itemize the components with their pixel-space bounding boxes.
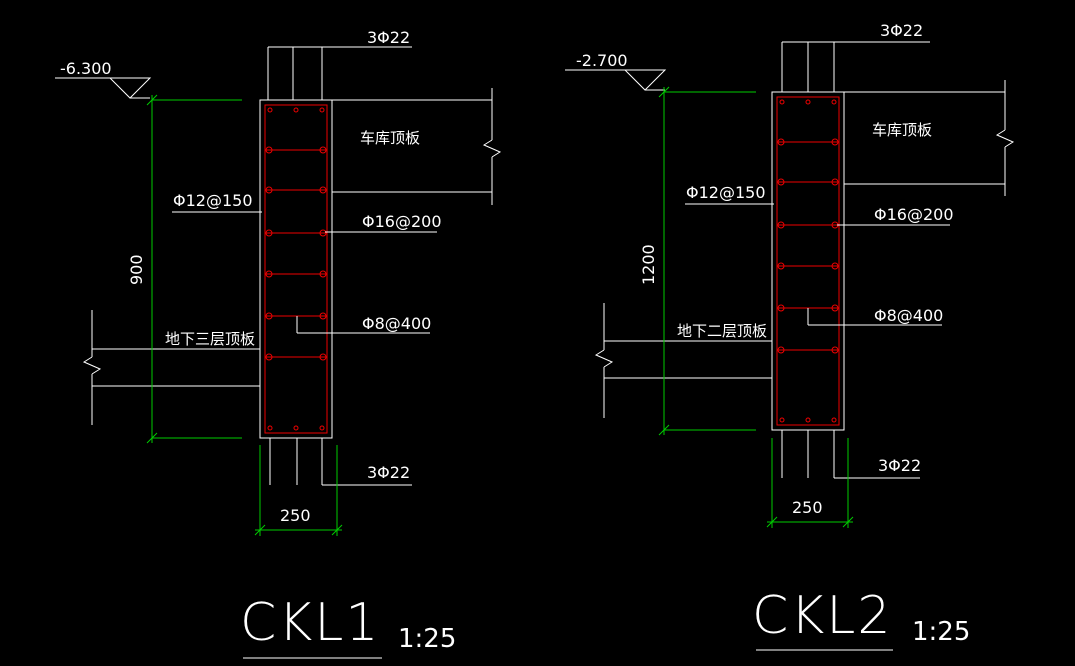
scale-label: 1:25	[398, 624, 456, 654]
width-dimension: 250	[254, 445, 343, 536]
title-label: CKL2	[752, 586, 892, 646]
stirrup-label: Φ12@150	[173, 191, 253, 210]
top-slab: 车库顶板	[844, 80, 1015, 196]
bottom-bars-label: 3Φ22	[367, 463, 410, 482]
elevation-label: -2.700	[576, 51, 628, 70]
bottom-bars-label: 3Φ22	[878, 456, 921, 475]
stirrup-label: Φ12@150	[686, 183, 766, 202]
column-stubs: 3Φ22 3Φ22	[267, 28, 412, 486]
rebar-cage	[776, 96, 840, 426]
lower-slab: 地下二层顶板	[594, 303, 772, 418]
height-dim-label: 900	[127, 254, 146, 285]
leaders: Φ12@150 Φ16@200 Φ8@400	[172, 191, 442, 334]
tie-bars-label: Φ8@400	[362, 314, 431, 333]
elevation-marker: -2.700	[565, 51, 667, 91]
title-label: CKL1	[240, 593, 380, 653]
top-slab-label: 车库顶板	[360, 129, 420, 147]
section-ckl2: -2.700 车库顶板 地下二层顶板 3Φ22	[565, 21, 1015, 651]
corner-bars	[779, 99, 837, 423]
corner-bars	[267, 107, 325, 431]
rebar-cage	[264, 104, 328, 434]
leaders: Φ12@150 Φ16@200 Φ8@400	[685, 183, 954, 326]
width-dim-label: 250	[792, 498, 823, 517]
beam-outline	[259, 99, 333, 439]
top-bars-label: 3Φ22	[880, 21, 923, 40]
height-dimension: 900	[127, 94, 242, 444]
lower-slab-label: 地下三层顶板	[165, 330, 255, 348]
width-dim-label: 250	[280, 506, 311, 525]
top-slab-label: 车库顶板	[872, 121, 932, 139]
width-dimension: 250	[766, 438, 854, 528]
elevation-marker: -6.300	[55, 59, 152, 99]
top-bars-label: 3Φ22	[367, 28, 410, 47]
column-stubs: 3Φ22 3Φ22	[781, 21, 930, 479]
top-slab: 车库顶板	[332, 88, 502, 205]
beam-outline	[771, 91, 845, 431]
scale-label: 1:25	[912, 617, 970, 647]
side-bars-label: Φ16@200	[362, 212, 442, 231]
stirrup-ties	[265, 146, 327, 361]
tie-bars-label: Φ8@400	[874, 306, 943, 325]
section-ckl1: -6.300 车库顶板 地下三层顶板 3Φ22	[55, 28, 502, 659]
section-title: CKL2 1:25	[752, 586, 970, 651]
side-bars-label: Φ16@200	[874, 205, 954, 224]
lower-slab: 地下三层顶板	[82, 310, 260, 425]
height-dimension: 1200	[639, 86, 756, 436]
height-dim-label: 1200	[639, 244, 658, 285]
section-title: CKL1 1:25	[240, 593, 456, 659]
elevation-label: -6.300	[60, 59, 112, 78]
lower-slab-label: 地下二层顶板	[677, 322, 767, 340]
